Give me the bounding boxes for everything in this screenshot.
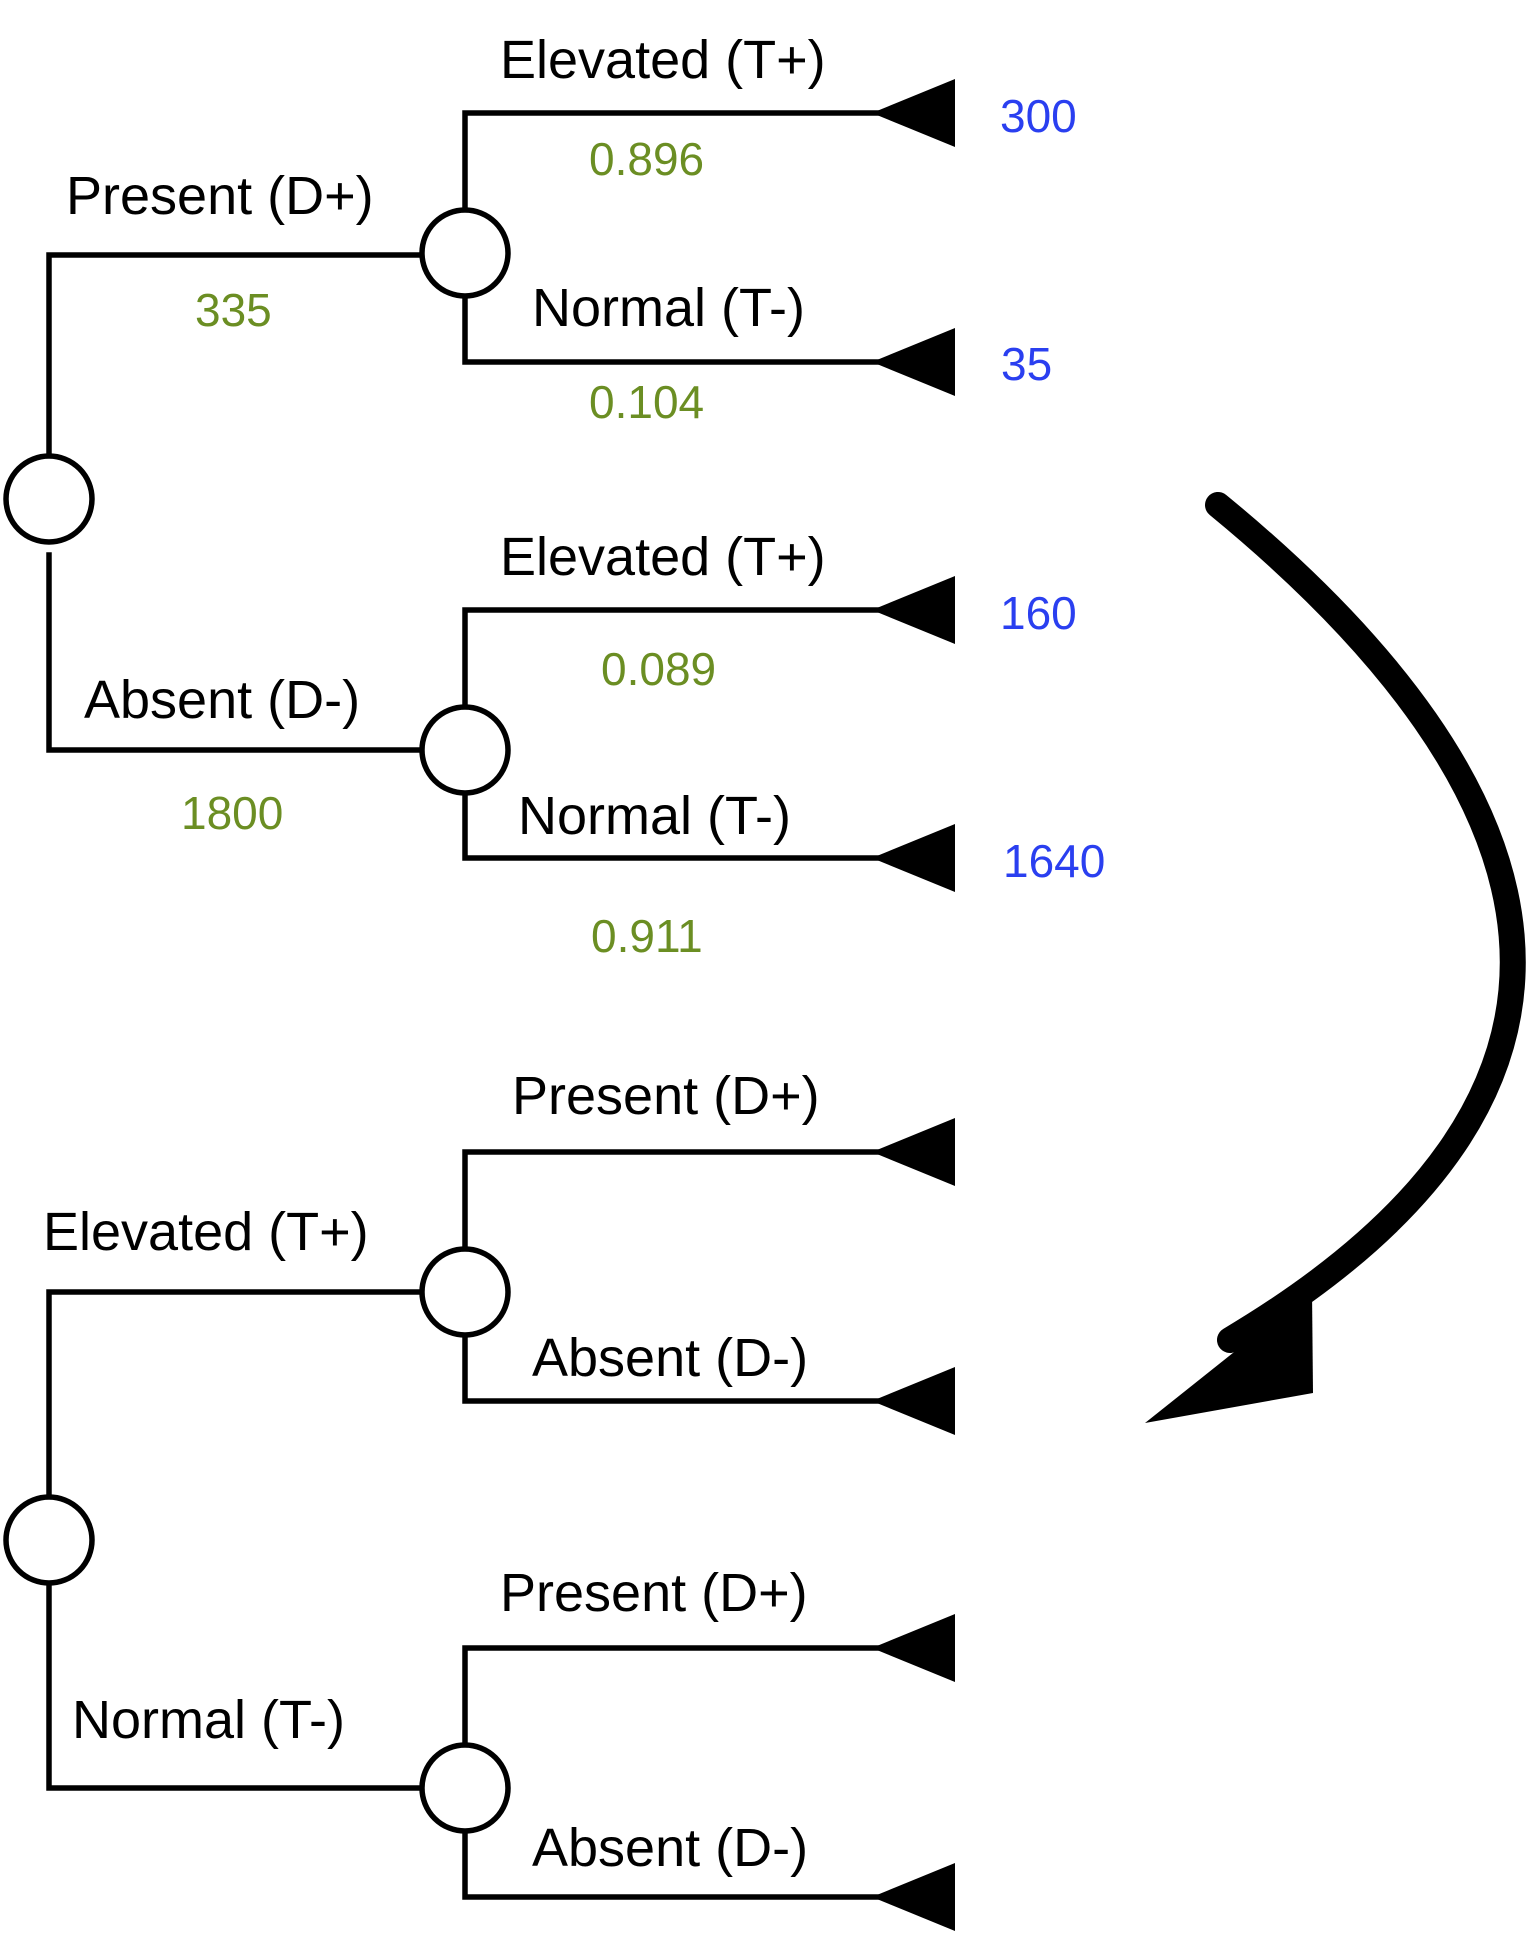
elevated-absent-label: Absent (D-) [532, 1328, 808, 1388]
tree-disease-first: Present (D+) 335 Elevated (T+) 0.896 300… [3, 30, 1105, 962]
branch-normal-present-line [462, 1645, 881, 1746]
absent-elevated-probability: 0.089 [601, 643, 716, 695]
normal-present-label: Present (D+) [500, 1563, 808, 1623]
absent-label: Absent (D-) [84, 670, 360, 730]
terminal-node-icon [872, 824, 955, 892]
absent-normal-probability: 0.911 [591, 910, 703, 962]
branch-absent-line [46, 552, 423, 753]
normal-absent-label: Absent (D-) [532, 1818, 808, 1878]
terminal-node-icon [872, 79, 955, 147]
present-normal-label: Normal (T-) [532, 278, 805, 338]
present-label: Present (D+) [66, 166, 374, 226]
root-chance-node [3, 1494, 95, 1586]
normal-chance-node [419, 1742, 511, 1834]
absent-elevated-label: Elevated (T+) [500, 527, 826, 587]
elevated-label: Elevated (T+) [43, 1202, 369, 1262]
elevated-chance-node [419, 1246, 511, 1338]
normal-label: Normal (T-) [72, 1690, 345, 1750]
curved-arrow-icon [1145, 492, 1526, 1423]
curved-arrow-head [1145, 1290, 1313, 1423]
elevated-present-label: Present (D+) [512, 1066, 820, 1126]
present-elevated-probability: 0.896 [589, 133, 704, 185]
branch-elevated-present-line [462, 1149, 881, 1250]
branch-absent-elevated-line [462, 607, 881, 708]
terminal-node-icon [872, 1118, 955, 1186]
present-chance-node [419, 207, 511, 299]
terminal-node-icon [872, 1614, 955, 1682]
branch-absent-normal-line [462, 792, 881, 861]
absent-chance-node [419, 704, 511, 796]
present-normal-outcome: 35 [1001, 338, 1052, 390]
present-normal-probability: 0.104 [589, 376, 704, 428]
branch-elevated-line [46, 1289, 423, 1498]
branch-normal-absent-line [462, 1830, 881, 1900]
branch-present-line [46, 252, 423, 458]
absent-count: 1800 [181, 787, 283, 839]
curved-arrow-shaft [1205, 492, 1526, 1353]
absent-normal-label: Normal (T-) [518, 786, 791, 846]
terminal-node-icon [872, 1367, 955, 1435]
terminal-node-icon [872, 328, 955, 396]
present-count: 335 [195, 284, 272, 336]
absent-elevated-outcome: 160 [1000, 587, 1077, 639]
present-elevated-label: Elevated (T+) [500, 30, 826, 90]
terminal-node-icon [872, 1863, 955, 1931]
branch-elevated-absent-line [462, 1334, 881, 1404]
present-elevated-outcome: 300 [1000, 90, 1077, 142]
branch-present-normal-line [462, 297, 881, 365]
root-chance-node [3, 453, 95, 545]
absent-normal-outcome: 1640 [1003, 835, 1105, 887]
terminal-node-icon [872, 576, 955, 644]
tree-test-first: Elevated (T+) Present (D+) Absent (D-) N… [3, 1066, 955, 1931]
branch-present-elevated-line [462, 110, 881, 213]
branch-normal-line [46, 1582, 423, 1791]
